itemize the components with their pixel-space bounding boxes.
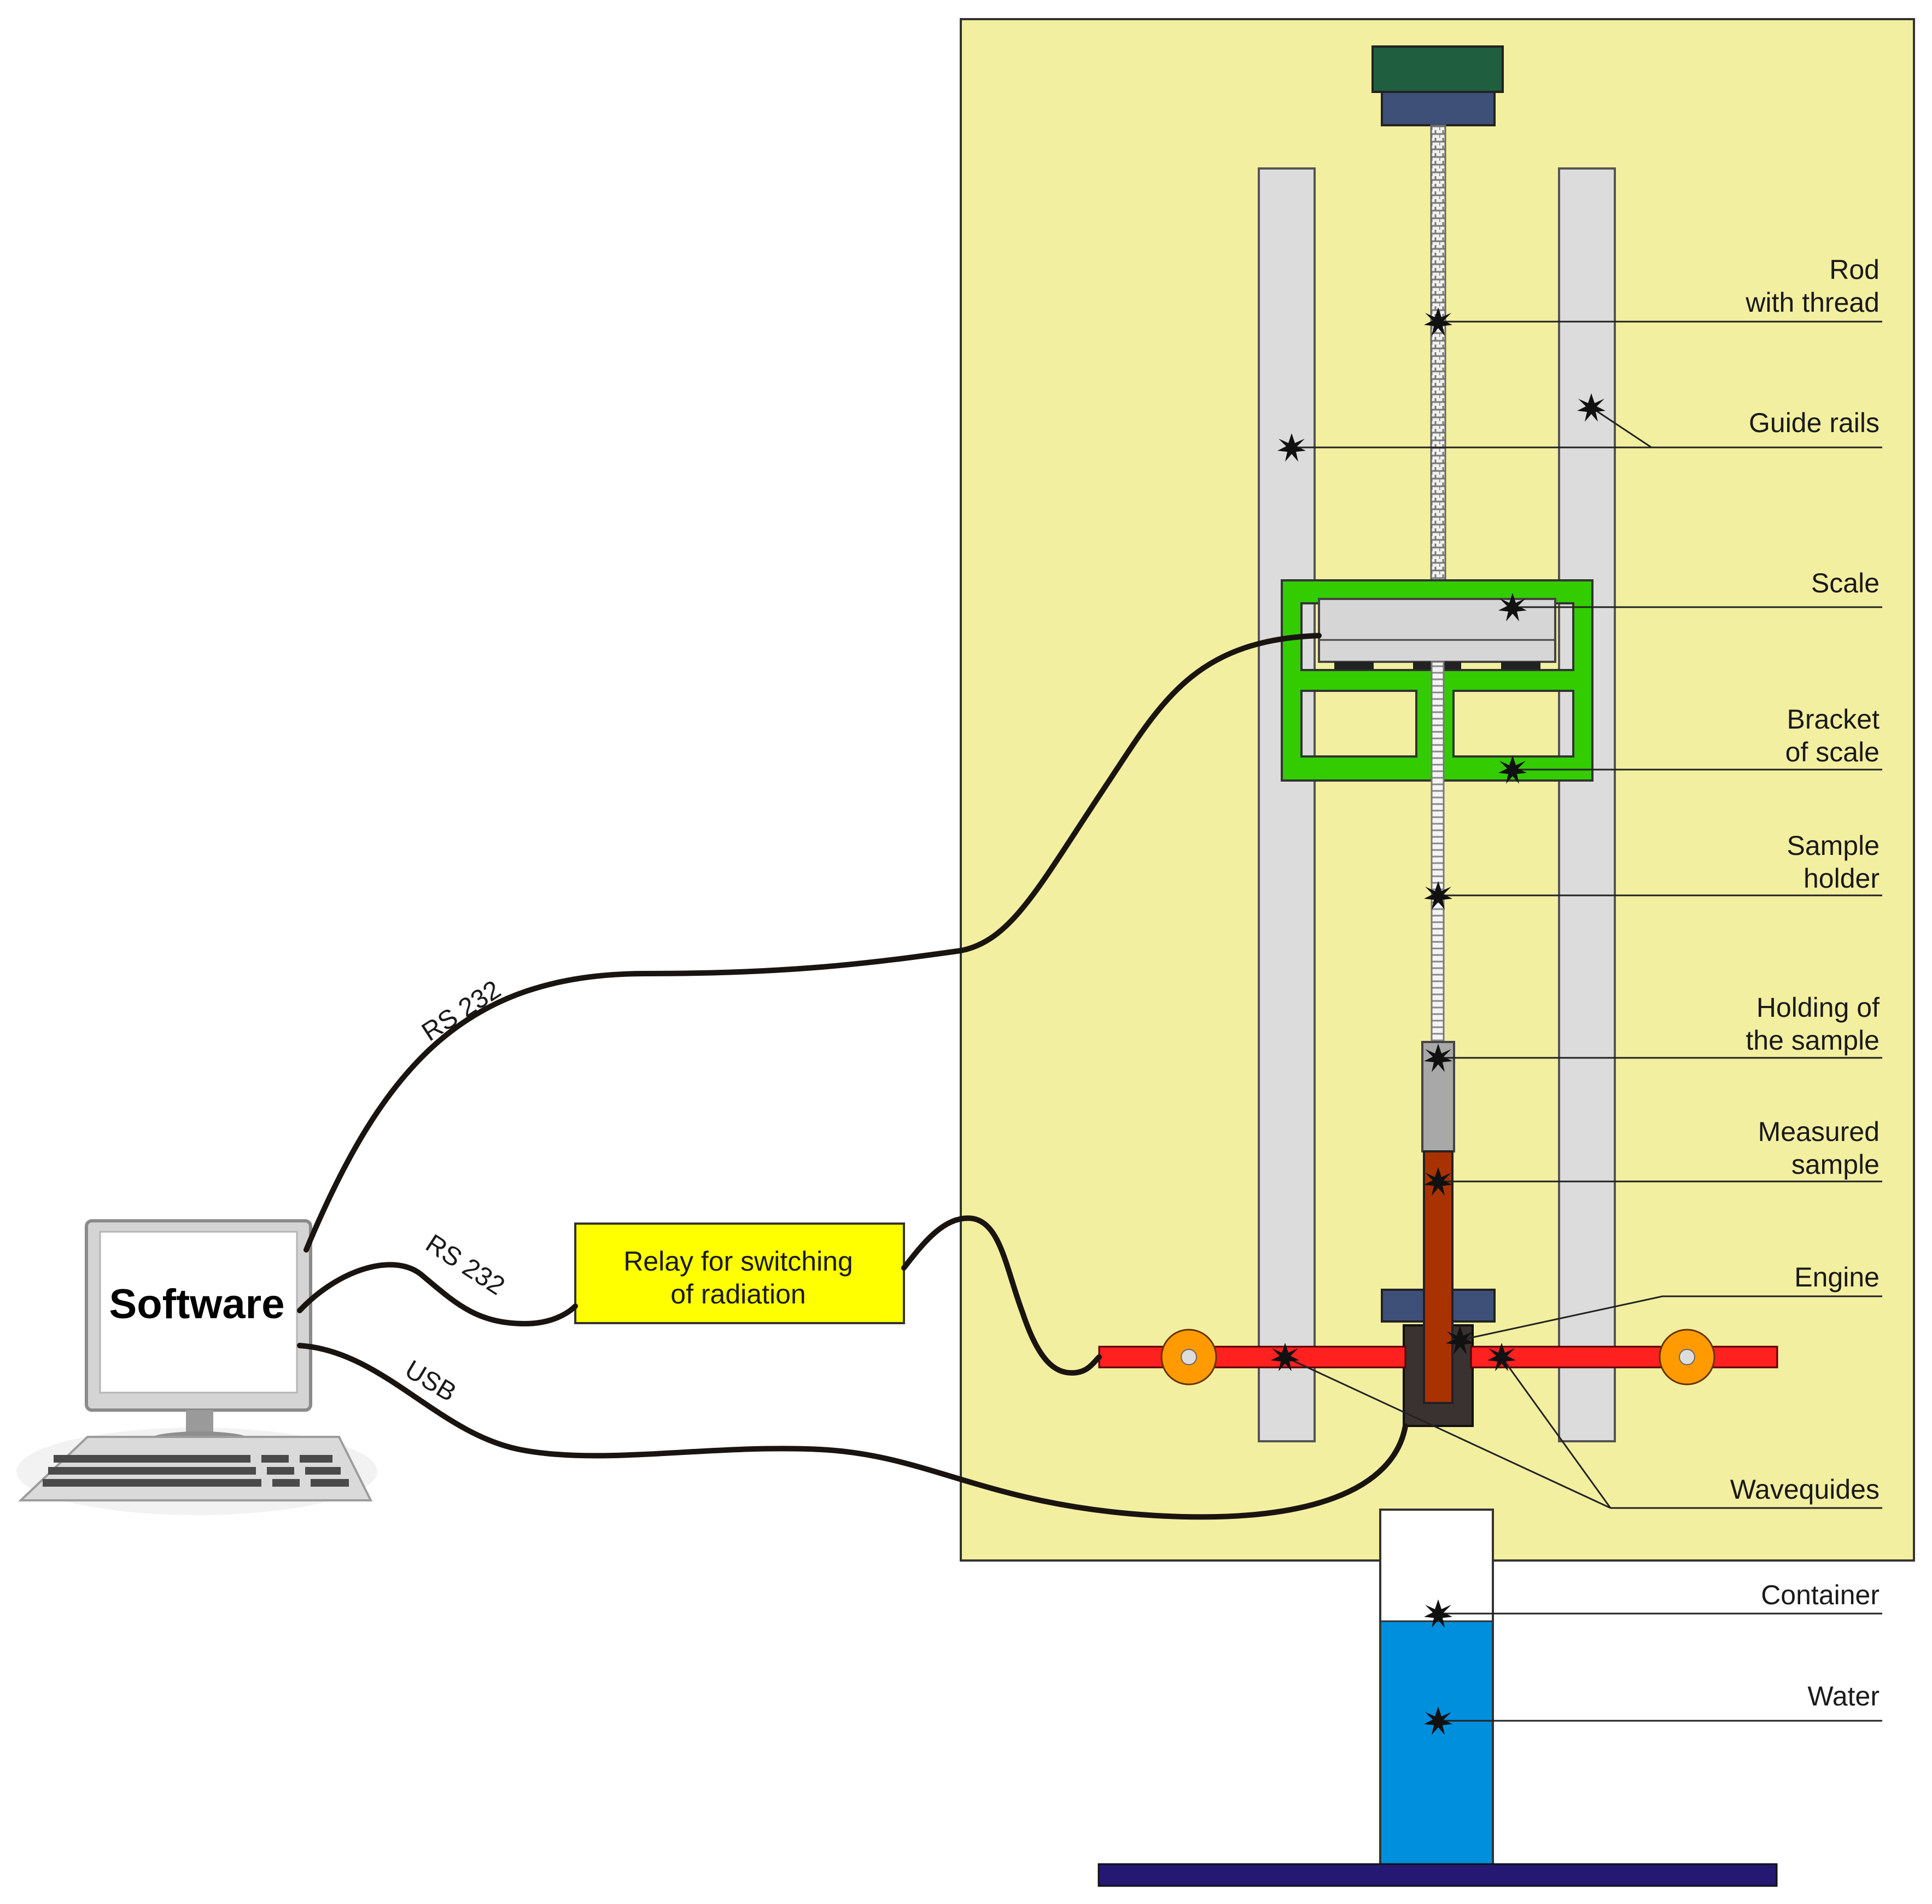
label-holding-2: the sample [1746, 1025, 1880, 1056]
cable-label-rs232-relay: RS 232 [421, 1229, 510, 1301]
guide-rail-left [1258, 167, 1316, 1442]
waveguide-left [1098, 1346, 1406, 1369]
label-measured-2: sample [1791, 1149, 1880, 1180]
label-guide-rails: Guide rails [1749, 407, 1880, 438]
cable-label-usb: USB [400, 1355, 461, 1407]
cable-rs232-relay [297, 1262, 578, 1327]
label-sample-holder-1: Sample [1787, 830, 1880, 861]
relay-label-1: Relay for switching [623, 1246, 853, 1277]
label-water: Water [1808, 1681, 1880, 1711]
scale-foot-right [1501, 662, 1540, 669]
label-bracket-1: Bracket [1787, 704, 1880, 735]
label-engine: Engine [1794, 1262, 1880, 1292]
label-waveguides: Wavequides [1730, 1474, 1880, 1505]
cable-rs232-scale [303, 633, 1322, 1253]
guide-rail-right [1558, 167, 1616, 1442]
label-container: Container [1761, 1580, 1880, 1610]
label-bracket-2: of scale [1785, 737, 1880, 767]
software-label: Software [109, 1281, 285, 1327]
cable-usb [297, 1343, 1408, 1520]
computer-icon [16, 1219, 377, 1515]
measured-sample [1423, 1150, 1454, 1404]
motor-top [1371, 45, 1504, 93]
label-scale: Scale [1811, 568, 1880, 598]
cable-relay-waveguide [901, 1215, 1102, 1376]
label-rod-1: Rod [1829, 254, 1880, 285]
label-rod-2: with thread [1745, 287, 1880, 318]
water [1381, 1621, 1492, 1864]
scale-foot-left [1334, 662, 1374, 669]
base-plate [1098, 1863, 1778, 1887]
label-holding-1: Holding of [1756, 992, 1880, 1023]
relay-label-2: of radiation [670, 1279, 806, 1309]
label-sample-holder-2: holder [1803, 863, 1880, 894]
label-measured-1: Measured [1758, 1116, 1880, 1147]
threaded-rod [1430, 124, 1446, 581]
cable-label-rs232-top: RS 232 [417, 975, 506, 1047]
motor-block [1381, 91, 1496, 126]
waveguide-right [1470, 1346, 1778, 1369]
relay-box [574, 1222, 905, 1324]
sample-holder-rod [1431, 661, 1445, 1046]
